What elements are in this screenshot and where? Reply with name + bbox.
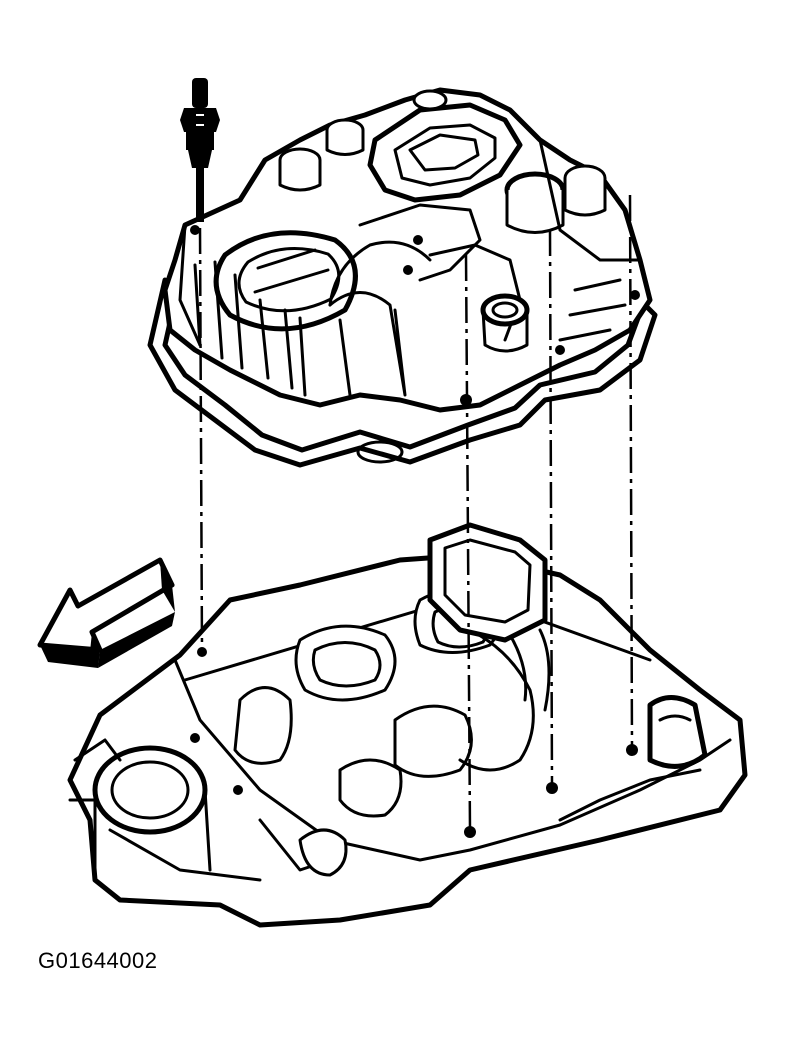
intake-manifold-gasket	[147, 277, 658, 468]
bolt-icon	[180, 78, 220, 222]
alignment-lines	[198, 194, 634, 831]
front-arrow-icon	[37, 557, 175, 668]
intake-manifold-exploded-diagram	[37, 78, 748, 928]
engine-block	[67, 522, 748, 928]
upper-intake-manifold	[162, 87, 653, 413]
figure-code: G01644002	[38, 948, 158, 973]
